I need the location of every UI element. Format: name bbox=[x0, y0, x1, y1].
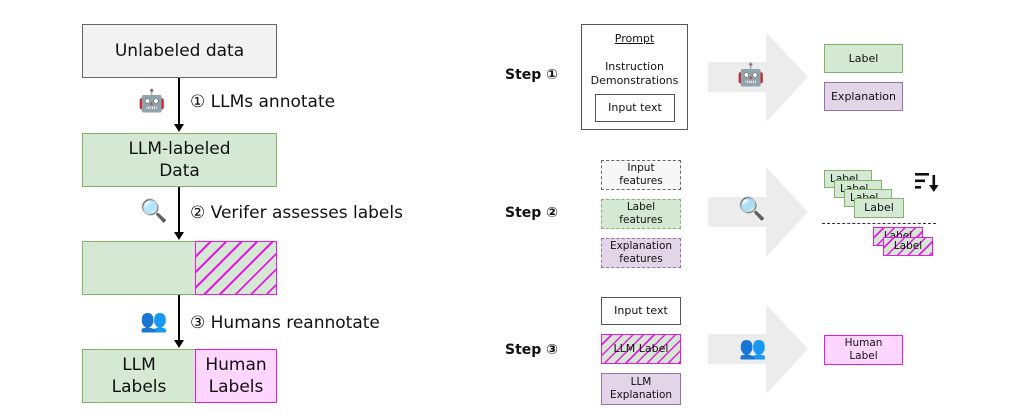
step1-annotation: ① LLMs annotate bbox=[190, 92, 336, 112]
step3-human-label-line1: Human bbox=[844, 337, 883, 349]
explanation-features-line1: Explanation bbox=[609, 240, 673, 252]
step3-annotation: ③ Humans reannotate bbox=[190, 313, 380, 333]
arrow-1-head bbox=[174, 124, 184, 132]
human-labels-line2: Labels bbox=[208, 377, 264, 397]
step3-llm-explanation-box: LLM Explanation bbox=[601, 373, 681, 405]
step3-llm-label-text: LLM Label bbox=[613, 342, 669, 355]
llm-labeled-line2: Data bbox=[159, 161, 200, 181]
llm-labels-box: LLM Labels bbox=[82, 349, 196, 403]
robot-icon: 🤖 bbox=[138, 89, 166, 114]
step3-human-label-line2: Label bbox=[849, 350, 878, 362]
step3-llm-explanation-line1: LLM bbox=[630, 376, 652, 388]
arrow-3-head bbox=[174, 340, 184, 348]
llm-labeled-data-box: LLM-labeled Data bbox=[82, 133, 277, 187]
label-features-line1: Label bbox=[626, 201, 656, 213]
magnifier-icon: 🔍 bbox=[140, 199, 168, 224]
step1-explanation-text: Explanation bbox=[830, 89, 897, 103]
step3-title: Step ③ bbox=[505, 342, 559, 358]
input-features-line1: Input bbox=[627, 162, 655, 174]
arrow-2-line bbox=[178, 187, 180, 233]
prompt-input-text-label: Input text bbox=[608, 101, 662, 114]
step1-explanation-box: Explanation bbox=[824, 82, 903, 111]
sort-descending-icon bbox=[915, 173, 939, 192]
step3-input-text-label: Input text bbox=[614, 304, 668, 317]
step3-humans-icon: 👥 bbox=[739, 336, 767, 361]
arrow-3-line bbox=[178, 295, 180, 341]
label-features-line2: features bbox=[619, 214, 663, 226]
verified-data-hatched bbox=[195, 241, 277, 295]
prompt-box: Prompt Instruction Demonstrations Input … bbox=[581, 24, 688, 130]
prompt-instruction: Instruction bbox=[605, 60, 664, 73]
step1-label-box: Label bbox=[824, 44, 903, 73]
unlabeled-data-box: Unlabeled data bbox=[82, 24, 277, 78]
human-labels-box: Human Labels bbox=[195, 349, 277, 403]
arrow-1-line bbox=[178, 78, 180, 125]
step2-title: Step ② bbox=[505, 205, 559, 221]
unlabeled-data-text: Unlabeled data bbox=[114, 41, 245, 61]
explanation-features-line2: features bbox=[619, 253, 663, 265]
step1-title: Step ① bbox=[505, 67, 559, 83]
step3-llm-label-box: LLM Label bbox=[601, 334, 681, 364]
step3-chevron-arrow bbox=[708, 304, 808, 394]
stack-label-4-text: Label bbox=[864, 201, 894, 214]
step1-robot-icon: 🤖 bbox=[737, 63, 765, 88]
llm-labels-line2: Labels bbox=[111, 377, 167, 397]
stack-label-4: Label bbox=[854, 198, 904, 218]
label-features-box: Label features bbox=[601, 199, 681, 229]
step1-chevron-arrow bbox=[708, 32, 808, 122]
step3-input-text-box: Input text bbox=[601, 297, 681, 325]
humans-icon: 👥 bbox=[140, 309, 168, 334]
step1-label-text: Label bbox=[848, 51, 879, 65]
step3-human-label-box: Human Label bbox=[824, 335, 903, 365]
step3-llm-explanation-line2: Explanation bbox=[609, 389, 673, 401]
prompt-input-text: Input text bbox=[595, 94, 675, 122]
llm-labeled-line1: LLM-labeled bbox=[128, 139, 231, 159]
input-features-line2: features bbox=[619, 175, 663, 187]
prompt-demonstrations: Demonstrations bbox=[590, 74, 679, 87]
low-label-2-text: Label bbox=[893, 240, 923, 252]
llm-labels-line1: LLM bbox=[122, 355, 156, 375]
prompt-title: Prompt bbox=[614, 32, 655, 45]
step2-magnifier-icon: 🔍 bbox=[738, 197, 766, 222]
input-features-box: Input features bbox=[601, 160, 681, 190]
low-label-2: Label bbox=[883, 237, 933, 256]
step2-chevron-arrow bbox=[708, 167, 808, 257]
human-labels-line1: Human bbox=[205, 355, 267, 375]
arrow-2-head bbox=[174, 232, 184, 240]
threshold-dashed-line bbox=[822, 223, 936, 224]
explanation-features-box: Explanation features bbox=[601, 238, 681, 268]
step2-annotation: ② Verifer assesses labels bbox=[190, 203, 403, 223]
verified-data-green bbox=[82, 241, 196, 295]
